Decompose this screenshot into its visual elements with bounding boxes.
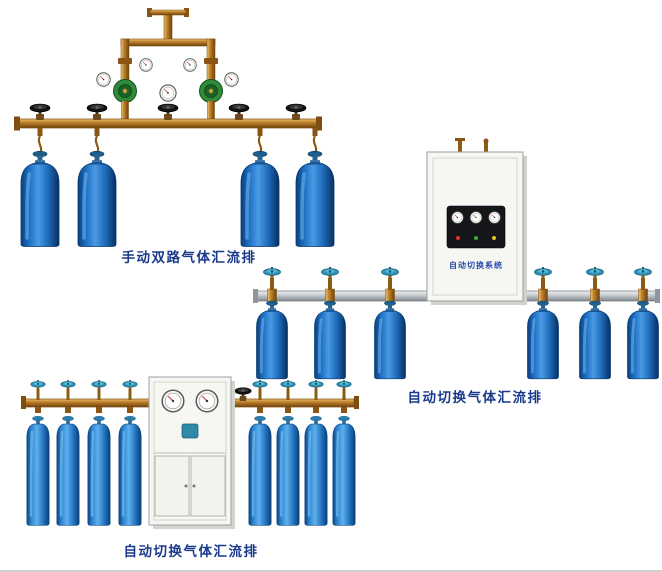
riser-pipe xyxy=(484,141,488,152)
pressure-gauge xyxy=(139,58,153,72)
pipe-end-cap xyxy=(21,396,26,409)
valve-handwheel-teal xyxy=(308,380,324,392)
pipe-end-cap xyxy=(147,8,152,17)
valve-handwheel-black xyxy=(285,103,307,120)
header-pipe xyxy=(120,38,216,47)
pipe-end-cap xyxy=(14,116,20,131)
gas-cylinder xyxy=(313,300,347,380)
cylinder-bank xyxy=(255,300,660,380)
gas-cylinder xyxy=(303,415,329,527)
pressure-gauge xyxy=(224,72,239,87)
product-figure-auto-switch-floor: 自动切换气体汇流排 xyxy=(14,372,366,564)
auto-switch-wall-illustration: 自动切换系统 xyxy=(253,138,660,380)
gas-cylinder xyxy=(373,300,407,380)
indicator-light xyxy=(456,236,460,240)
gas-cylinder xyxy=(331,415,357,527)
gas-cylinder xyxy=(247,415,273,527)
gas-cylinder xyxy=(55,415,81,527)
pressure-regulator xyxy=(113,79,137,103)
pressure-gauge xyxy=(183,58,197,72)
pipe-end-cap xyxy=(655,289,660,303)
valve-handwheel-black xyxy=(228,103,250,120)
control-unit xyxy=(181,423,199,439)
valve-handwheel-black xyxy=(86,103,108,120)
gas-cylinder xyxy=(626,300,660,380)
pressure-gauge xyxy=(96,72,111,87)
control-cabinet xyxy=(148,376,235,529)
cabinet-label: 自动切换系统 xyxy=(449,260,503,270)
valve-handwheel-black xyxy=(29,103,51,120)
indicator-light xyxy=(492,236,496,240)
gas-cylinder xyxy=(255,300,289,380)
gas-cylinder xyxy=(25,415,51,527)
riser-pipe xyxy=(458,139,462,152)
gas-cylinder xyxy=(19,150,61,248)
indicator-light xyxy=(474,236,478,240)
cabinet-door-right xyxy=(190,455,226,517)
panel-gauge xyxy=(195,389,219,413)
panel-gauge xyxy=(469,211,483,224)
gas-cylinder xyxy=(86,415,112,527)
gas-cylinder xyxy=(526,300,560,380)
valve-handwheel-teal xyxy=(534,267,552,281)
valve-handwheel-teal xyxy=(252,380,268,392)
control-cabinet: 自动切换系统 xyxy=(426,138,527,305)
pipe-end-cap xyxy=(184,8,189,17)
manifold-pipe xyxy=(17,118,319,129)
product-caption: 手动双路气体汇流排 xyxy=(121,250,257,266)
valve-handwheel-black xyxy=(157,103,179,120)
pipe-end-cap xyxy=(316,116,322,131)
gas-cylinder xyxy=(117,415,143,527)
cylinder-connections xyxy=(35,407,347,413)
valve-handwheel-teal xyxy=(30,380,46,392)
panel-gauge xyxy=(488,211,501,224)
panel-gauge xyxy=(161,389,185,413)
cabinet-inner-outline xyxy=(153,381,227,521)
valve-handwheel-teal xyxy=(280,380,296,392)
cabinet-door-left xyxy=(154,455,190,517)
riser-pipes xyxy=(270,278,645,290)
valve-handwheel-teal xyxy=(336,380,352,392)
gas-cylinder xyxy=(275,415,301,527)
door-handle xyxy=(184,484,188,488)
top-tee-pipe xyxy=(149,9,187,16)
door-handle xyxy=(192,484,196,488)
pipe-coupling xyxy=(483,138,489,144)
pipe-coupling xyxy=(204,58,218,64)
bottom-border xyxy=(0,570,662,572)
panel-gauge xyxy=(451,211,464,224)
pipe-end-cap xyxy=(253,289,258,303)
cabinet-door-outline xyxy=(432,157,518,296)
valve-handwheel-teal xyxy=(263,267,281,281)
gas-cylinder xyxy=(578,300,612,380)
product-figure-auto-switch-wall: 自动切换系统 自动切换气体汇流排 xyxy=(250,138,662,408)
valve-handwheel-teal xyxy=(381,267,399,281)
valve-handwheel-teal xyxy=(60,380,76,392)
pipe-coupling xyxy=(118,58,132,64)
pressure-gauge xyxy=(159,84,177,102)
riser-pipe xyxy=(121,100,129,120)
riser-pipes xyxy=(36,389,346,400)
riser-pipe xyxy=(207,100,215,120)
valve-handwheel-teal xyxy=(91,380,107,392)
auto-switch-floor-illustration xyxy=(21,376,359,529)
product-caption: 自动切换气体汇流排 xyxy=(123,544,259,560)
gas-cylinder xyxy=(76,150,118,248)
manifold-assembly xyxy=(14,8,322,154)
valve-handwheel-teal xyxy=(321,267,339,281)
manual-manifold-illustration xyxy=(14,8,336,248)
product-figure-manual-dual: 手动双路气体汇流排 xyxy=(8,6,344,272)
valve-handwheel-teal xyxy=(634,267,652,281)
valve-handwheel-teal xyxy=(586,267,604,281)
product-caption: 自动切换气体汇流排 xyxy=(407,390,543,406)
valve-handwheel-teal xyxy=(122,380,138,392)
pipe-end-cap xyxy=(354,396,359,409)
riser-pipe xyxy=(163,14,173,42)
pipe-coupling xyxy=(455,138,465,141)
pressure-regulator xyxy=(199,79,223,103)
